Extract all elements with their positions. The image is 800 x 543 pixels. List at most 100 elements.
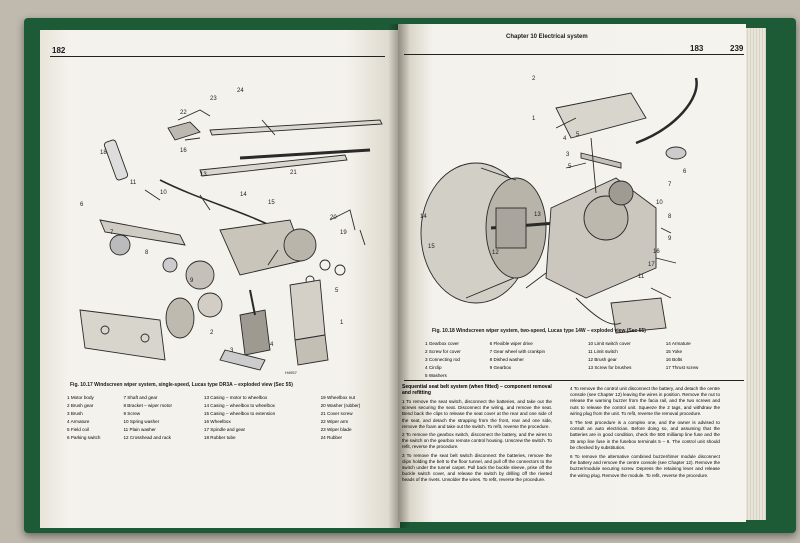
callout: 10	[656, 200, 663, 206]
legend-cell: 11 Plain washer	[123, 427, 156, 432]
page-number: 183	[690, 44, 704, 53]
callout: 1	[532, 116, 536, 122]
legend-cell: 4 Circlip	[425, 365, 442, 370]
header-rule	[50, 56, 385, 57]
callout: 20	[330, 215, 337, 221]
callout: 17	[648, 262, 655, 268]
section-rule	[404, 380, 744, 381]
callout: 2	[210, 330, 214, 336]
right-page: Chapter 10 Electrical system 183 239	[398, 24, 746, 522]
left-page: 1 8 2	[40, 30, 400, 528]
outer-page-number: 239	[730, 44, 744, 53]
legend-cell: 1 Gearbox cover	[425, 341, 459, 346]
legend-cell: 18 Rubber tube	[203, 435, 236, 440]
page-edges	[742, 28, 766, 520]
legend-cell: 22 Wiper arm	[320, 419, 349, 424]
legend-cell: 14 Armature	[665, 341, 691, 346]
legend-cell: 10 Spring washer	[123, 419, 160, 424]
figure-caption: Fig. 10.17 Windscreen wiper system, sing…	[70, 382, 293, 388]
figure-legend: 1 Motor body 7 Shaft and gear 13 Casing – …	[66, 394, 386, 442]
callout: 3	[566, 152, 570, 158]
legend-cell: 16 Wheelbox	[203, 419, 231, 424]
legend-cell: 6 Parking switch	[67, 435, 101, 440]
callout: 7	[668, 182, 672, 188]
callout: 23	[210, 96, 217, 102]
legend-cell: 14 Casing – wheelbox to wheelbox	[203, 403, 275, 408]
legend-cell: 1 Motor body	[67, 395, 94, 400]
callout: 22	[180, 110, 187, 116]
callout: 15	[428, 244, 435, 250]
legend-cell: 12 Crosshead and rack	[123, 435, 171, 440]
legend-cell: 3 Connecting rod	[425, 357, 460, 362]
callout: 8	[145, 250, 149, 256]
header-rule	[404, 54, 744, 55]
callout: 12	[492, 250, 499, 256]
legend-cell: 16 Bolts	[665, 357, 683, 362]
text-column-1: Sequential seat belt system (when fitted…	[402, 384, 552, 484]
callout: 6	[683, 169, 687, 175]
callout: 8	[668, 214, 672, 220]
legend-cell: 7 Gear wheel with crankpin	[489, 349, 546, 354]
legend-cell: 17 Thrust screw	[665, 365, 699, 370]
callout: 1	[340, 320, 344, 326]
legend-cell: 7 Shaft and gear	[123, 395, 158, 400]
callout: 16	[180, 148, 187, 154]
paragraph: 6 To remove the alternative combined buz…	[570, 454, 720, 478]
legend-cell	[489, 372, 587, 380]
legend-cell: 3 Brush	[67, 411, 83, 416]
part-code: H4957	[285, 370, 297, 375]
callout: 11	[638, 274, 645, 280]
section-heading: Sequential seat belt system (when fitted…	[402, 384, 552, 396]
callout: 9	[668, 236, 672, 242]
callout: 13	[534, 212, 541, 218]
figure-caption: Fig. 10.18 Windscreen wiper system, two-…	[432, 328, 646, 334]
legend-cell: 5 Field coil	[67, 427, 89, 432]
callout: 5	[576, 132, 580, 138]
callout: 14	[240, 192, 247, 198]
legend-cell: 10 Limit switch cover	[587, 341, 631, 346]
legend-cell: 8 Bracket – wiper motor	[123, 403, 172, 408]
book-gutter	[388, 24, 410, 528]
legend-cell: 13 Screw for brushes	[587, 365, 632, 370]
legend-cell: 15 Casing – wheelbox to extension	[203, 411, 276, 416]
legend-cell: 5 Washers	[425, 373, 447, 378]
paragraph: 1 To remove the seat switch, disconnect …	[402, 399, 552, 429]
paragraph: 2 To remove the gearbox switch, disconne…	[402, 432, 552, 450]
callout: 19	[340, 230, 347, 236]
callout: 5	[335, 288, 339, 294]
callout: 9	[190, 278, 194, 284]
figure-legend: 1 Gearbox cover 6 Flexible wiper drive 10 …	[424, 340, 724, 380]
legend-cell: 2 Brush gear	[67, 403, 94, 408]
legend-cell: 6 Flexible wiper drive	[489, 341, 533, 346]
legend-cell: 20 Washer (rubber)	[320, 403, 361, 408]
paragraph: 3 To remove the seat belt switch disconn…	[402, 452, 552, 483]
legend-cell: 4 Armature	[67, 419, 90, 424]
callout: 15	[268, 200, 275, 206]
legend-cell: 21 Cover screw	[320, 411, 353, 416]
callout: 6	[80, 202, 84, 208]
legend-cell: 23 Wiper blade	[320, 427, 352, 432]
legend-cell	[665, 372, 724, 380]
callout: 11	[130, 180, 137, 186]
paragraph: 5 The test procedure is a complex one, a…	[570, 420, 720, 450]
callout: 16	[653, 249, 660, 255]
callout: 21	[290, 170, 297, 176]
legend-cell: 19 Wheelbox nut	[320, 395, 356, 400]
callout: 24	[237, 88, 244, 94]
legend-cell: 15 Yoke	[665, 349, 683, 354]
chapter-header: Chapter 10 Electrical system	[506, 34, 588, 40]
page-number: 182	[52, 46, 66, 55]
legend-cell: 11 Limit switch	[587, 349, 618, 354]
wiper-exploded-diagram	[420, 77, 698, 334]
legend-cell: 13 Casing – motor to wheelbox	[203, 395, 268, 400]
legend-cell: 9 Gearbox	[489, 365, 512, 370]
wiper-exploded-diagram	[79, 109, 383, 371]
callout: 5	[568, 164, 572, 170]
callout: 3	[230, 348, 234, 354]
paragraph: 4 To remove the control unit disconnect …	[570, 386, 720, 416]
callout: 4	[563, 136, 567, 142]
legend-cell: 12 Brush gear	[587, 357, 617, 362]
legend-cell: 8 Dished washer	[489, 357, 524, 362]
callout: 7	[110, 230, 114, 236]
